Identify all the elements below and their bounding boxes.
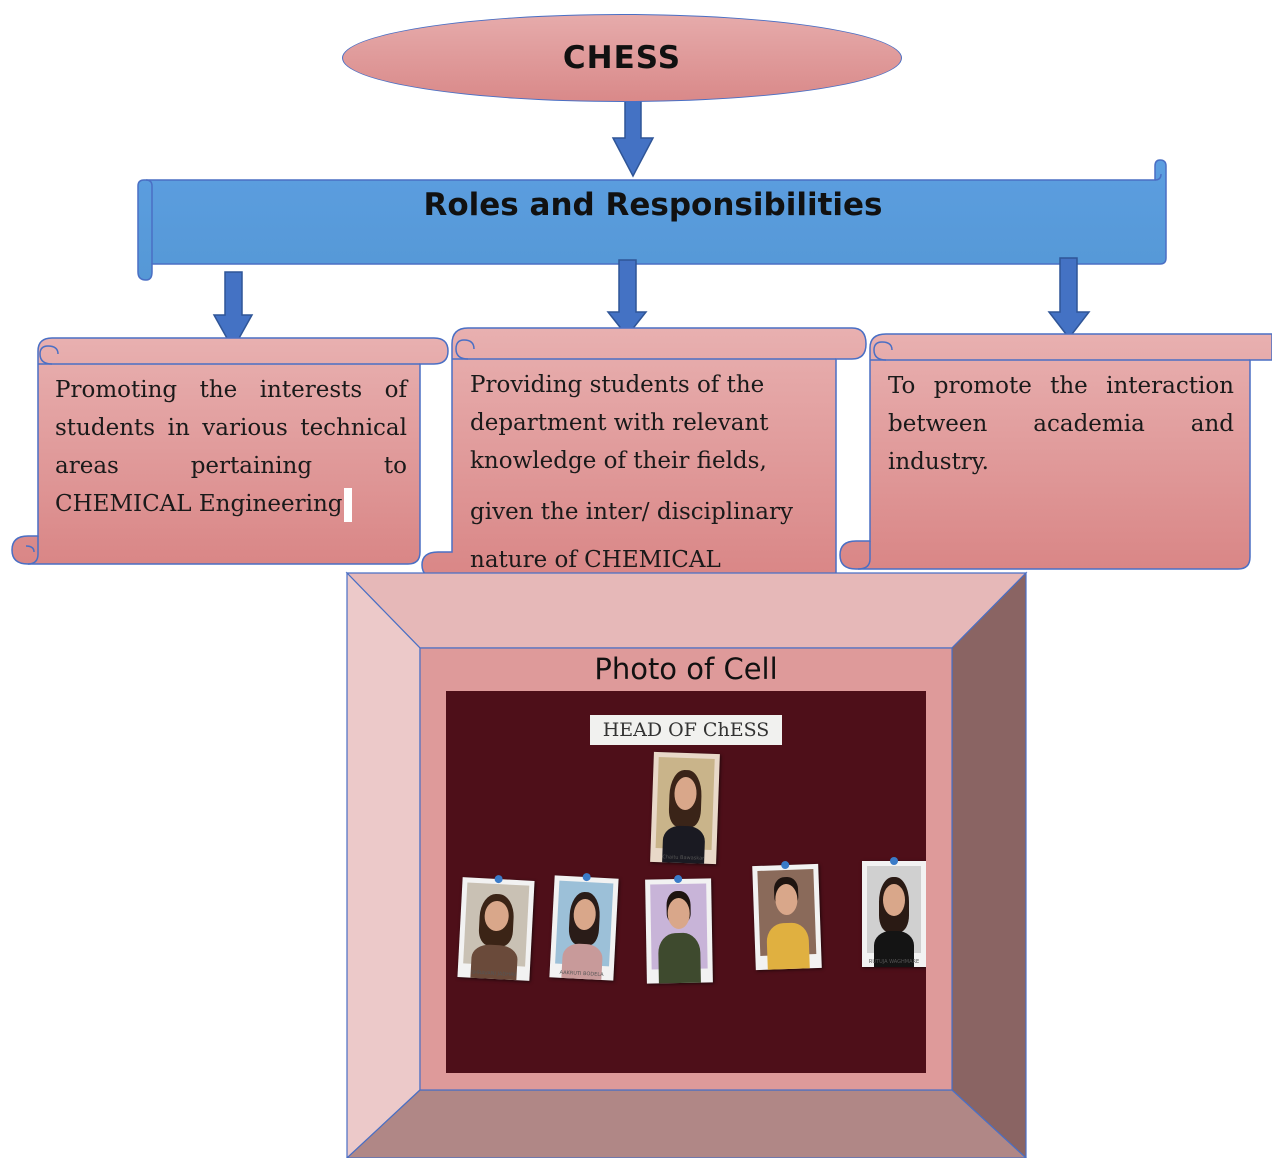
right-scroll-line: between academia and xyxy=(888,411,1234,437)
left-scroll-text: Promoting the interests of students in v… xyxy=(55,371,407,523)
text-cursor xyxy=(344,488,353,522)
left-scroll-line: Promoting the interests of xyxy=(55,377,407,403)
member-photo xyxy=(645,874,713,984)
member-photo: SHRAVANI JADHAV xyxy=(457,874,535,981)
member-photo: RUTUJA WAGHMARE xyxy=(862,857,926,967)
member-photo-caption: RUTUJA WAGHMARE xyxy=(868,959,920,965)
arrow-banner-to-left-scroll xyxy=(212,271,254,351)
member-photo: AAKRUTI BODELA xyxy=(549,872,619,981)
arrow-oval-to-banner xyxy=(611,99,655,178)
arrow-banner-to-middle-scroll xyxy=(606,259,648,338)
member-photo xyxy=(752,860,822,971)
middle-scroll-line: department with relevant xyxy=(470,410,769,436)
left-scroll-line: areas pertaining to xyxy=(55,453,407,479)
left-scroll-line: CHEMICAL Engineering xyxy=(55,491,343,517)
middle-scroll-text: Providing students of the department wit… xyxy=(470,366,810,571)
right-scroll-text: To promote the interaction between acade… xyxy=(888,367,1234,481)
middle-scroll-line: nature of CHEMICAL xyxy=(470,547,721,571)
right-scroll-line: To promote the interaction xyxy=(888,373,1234,399)
left-scroll xyxy=(11,337,449,565)
photo-frame-caption: Photo of Cell xyxy=(594,652,778,686)
cell-photo: HEAD OF ChESS Chaitu Bawaskar SHRAVANI J… xyxy=(446,691,926,1073)
arrow-banner-to-right-scroll xyxy=(1047,257,1091,340)
chess-node: CHESS xyxy=(342,14,902,102)
right-scroll xyxy=(839,333,1272,570)
middle-scroll-line: knowledge of their fields, xyxy=(470,448,767,474)
middle-scroll-line: given the inter/ disciplinary xyxy=(470,499,793,525)
middle-scroll-line: Providing students of the xyxy=(470,372,765,398)
roles-banner-label: Roles and Responsibilities xyxy=(423,187,883,223)
left-scroll-line: students in various technical xyxy=(55,415,407,441)
board-label: HEAD OF ChESS xyxy=(590,715,782,745)
chess-node-label: CHESS xyxy=(562,40,682,76)
member-photo: Chaitu Bawaskar xyxy=(650,751,720,865)
member-photo-caption: Chaitu Bawaskar xyxy=(662,854,705,862)
right-scroll-line: industry. xyxy=(888,449,989,475)
roles-banner-scroll xyxy=(137,159,1167,281)
